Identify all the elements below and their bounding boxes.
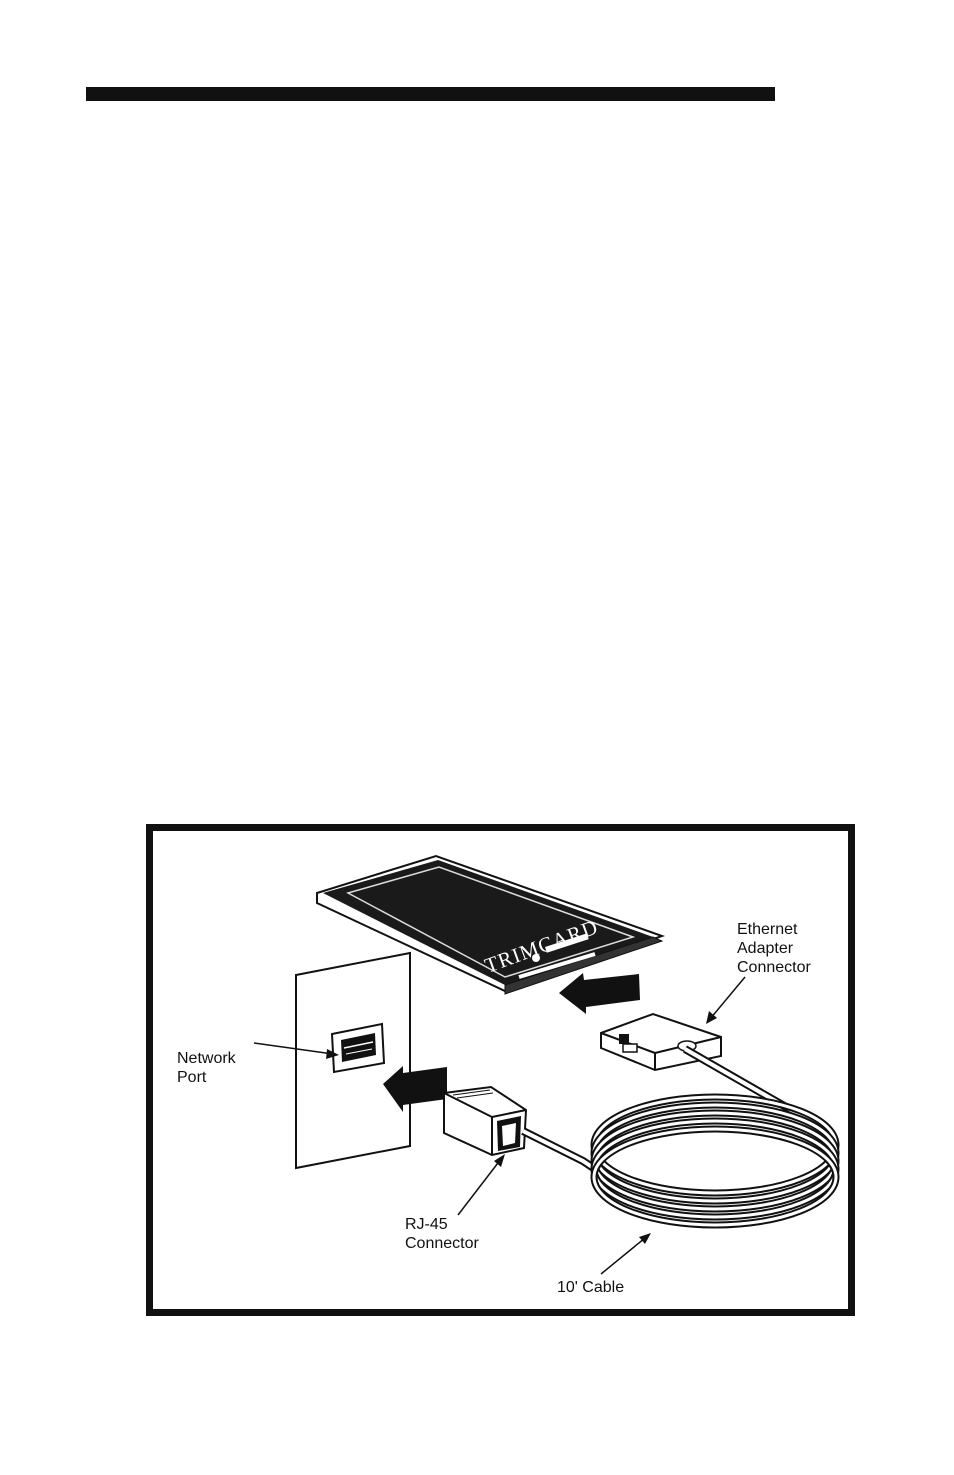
top-rule <box>86 87 775 101</box>
insert-arrow-card <box>559 973 640 1014</box>
callout-ethernet-adapter-connector: Ethernet Adapter Connector <box>737 921 811 976</box>
pc-card: TRIMCARD <box>316 854 666 995</box>
card-logo-icon <box>532 954 540 962</box>
leader-ethernet-adapter <box>706 976 746 1024</box>
leader-network-port <box>253 1042 339 1059</box>
wall-plate <box>295 951 411 1170</box>
card-logo-text <box>545 933 589 953</box>
callout-cable: 10' Cable <box>557 1279 625 1296</box>
leader-rj45 <box>457 1154 505 1216</box>
cable-coil <box>590 1093 840 1229</box>
installation-illustration: TRIMCARD <box>253 854 840 1275</box>
ethernet-adapter-connector <box>600 1012 722 1072</box>
rj45-plug <box>443 1085 528 1157</box>
leader-cable <box>600 1233 651 1275</box>
insert-arrow-rj45 <box>383 1066 447 1112</box>
callout-rj45-connector: RJ-45 Connector <box>405 1216 479 1252</box>
installation-figure: TRIMCARD <box>146 824 855 1316</box>
callout-network-port: Network Port <box>177 1050 236 1086</box>
